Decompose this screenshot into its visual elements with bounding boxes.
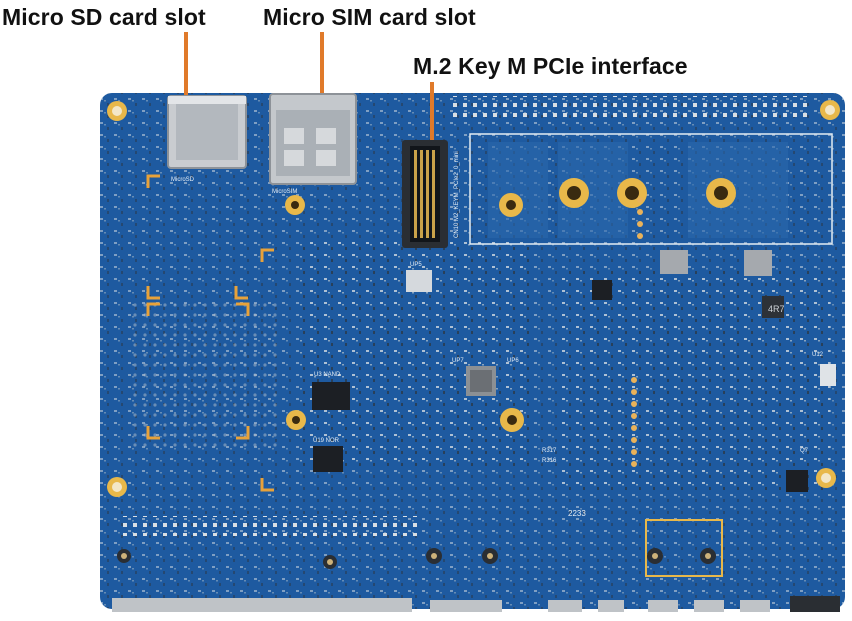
silk-up5: UP5 [410, 262, 422, 268]
micro-sd-label: Micro SD card slot [2, 4, 206, 30]
silk-up6: UP6 [507, 358, 519, 364]
silk-r316: R316 [542, 458, 557, 464]
top-pin-header [450, 96, 810, 122]
silk-microsd: MicroSD [171, 177, 195, 183]
m2-pcie-label: M.2 Key M PCIe interface [413, 53, 688, 79]
silk-nand: U3 NAND [314, 372, 341, 378]
silk-microsim: MicroSIM [272, 189, 297, 195]
silk-up7: UP7 [452, 358, 464, 364]
micro-sim-slot [269, 93, 357, 185]
silk-m2: CN10 M2_KEYM_PCIe2_0_mini [454, 151, 460, 238]
bottom-through-holes [117, 548, 716, 569]
silk-code: 2233 [568, 509, 586, 518]
micro-sim-label: Micro SIM card slot [263, 4, 476, 30]
silk-nor: U19 NOR [313, 438, 340, 444]
copper-pad-group [645, 519, 723, 577]
corner-markers [146, 174, 274, 492]
silk-r317: R317 [542, 448, 557, 454]
bottom-connectors [112, 596, 840, 612]
pcb-board [100, 93, 845, 609]
test-points [631, 197, 643, 467]
chips [312, 250, 836, 492]
silk-q7: Q7 [800, 448, 809, 454]
silk-u12: U12 [812, 352, 824, 358]
silk-inductor: 4R7 [768, 304, 785, 314]
m2-card-bay [469, 133, 833, 245]
bottom-pin-header [120, 516, 420, 536]
micro-sd-slot [167, 95, 247, 169]
m2-pcie-connector [402, 140, 448, 248]
